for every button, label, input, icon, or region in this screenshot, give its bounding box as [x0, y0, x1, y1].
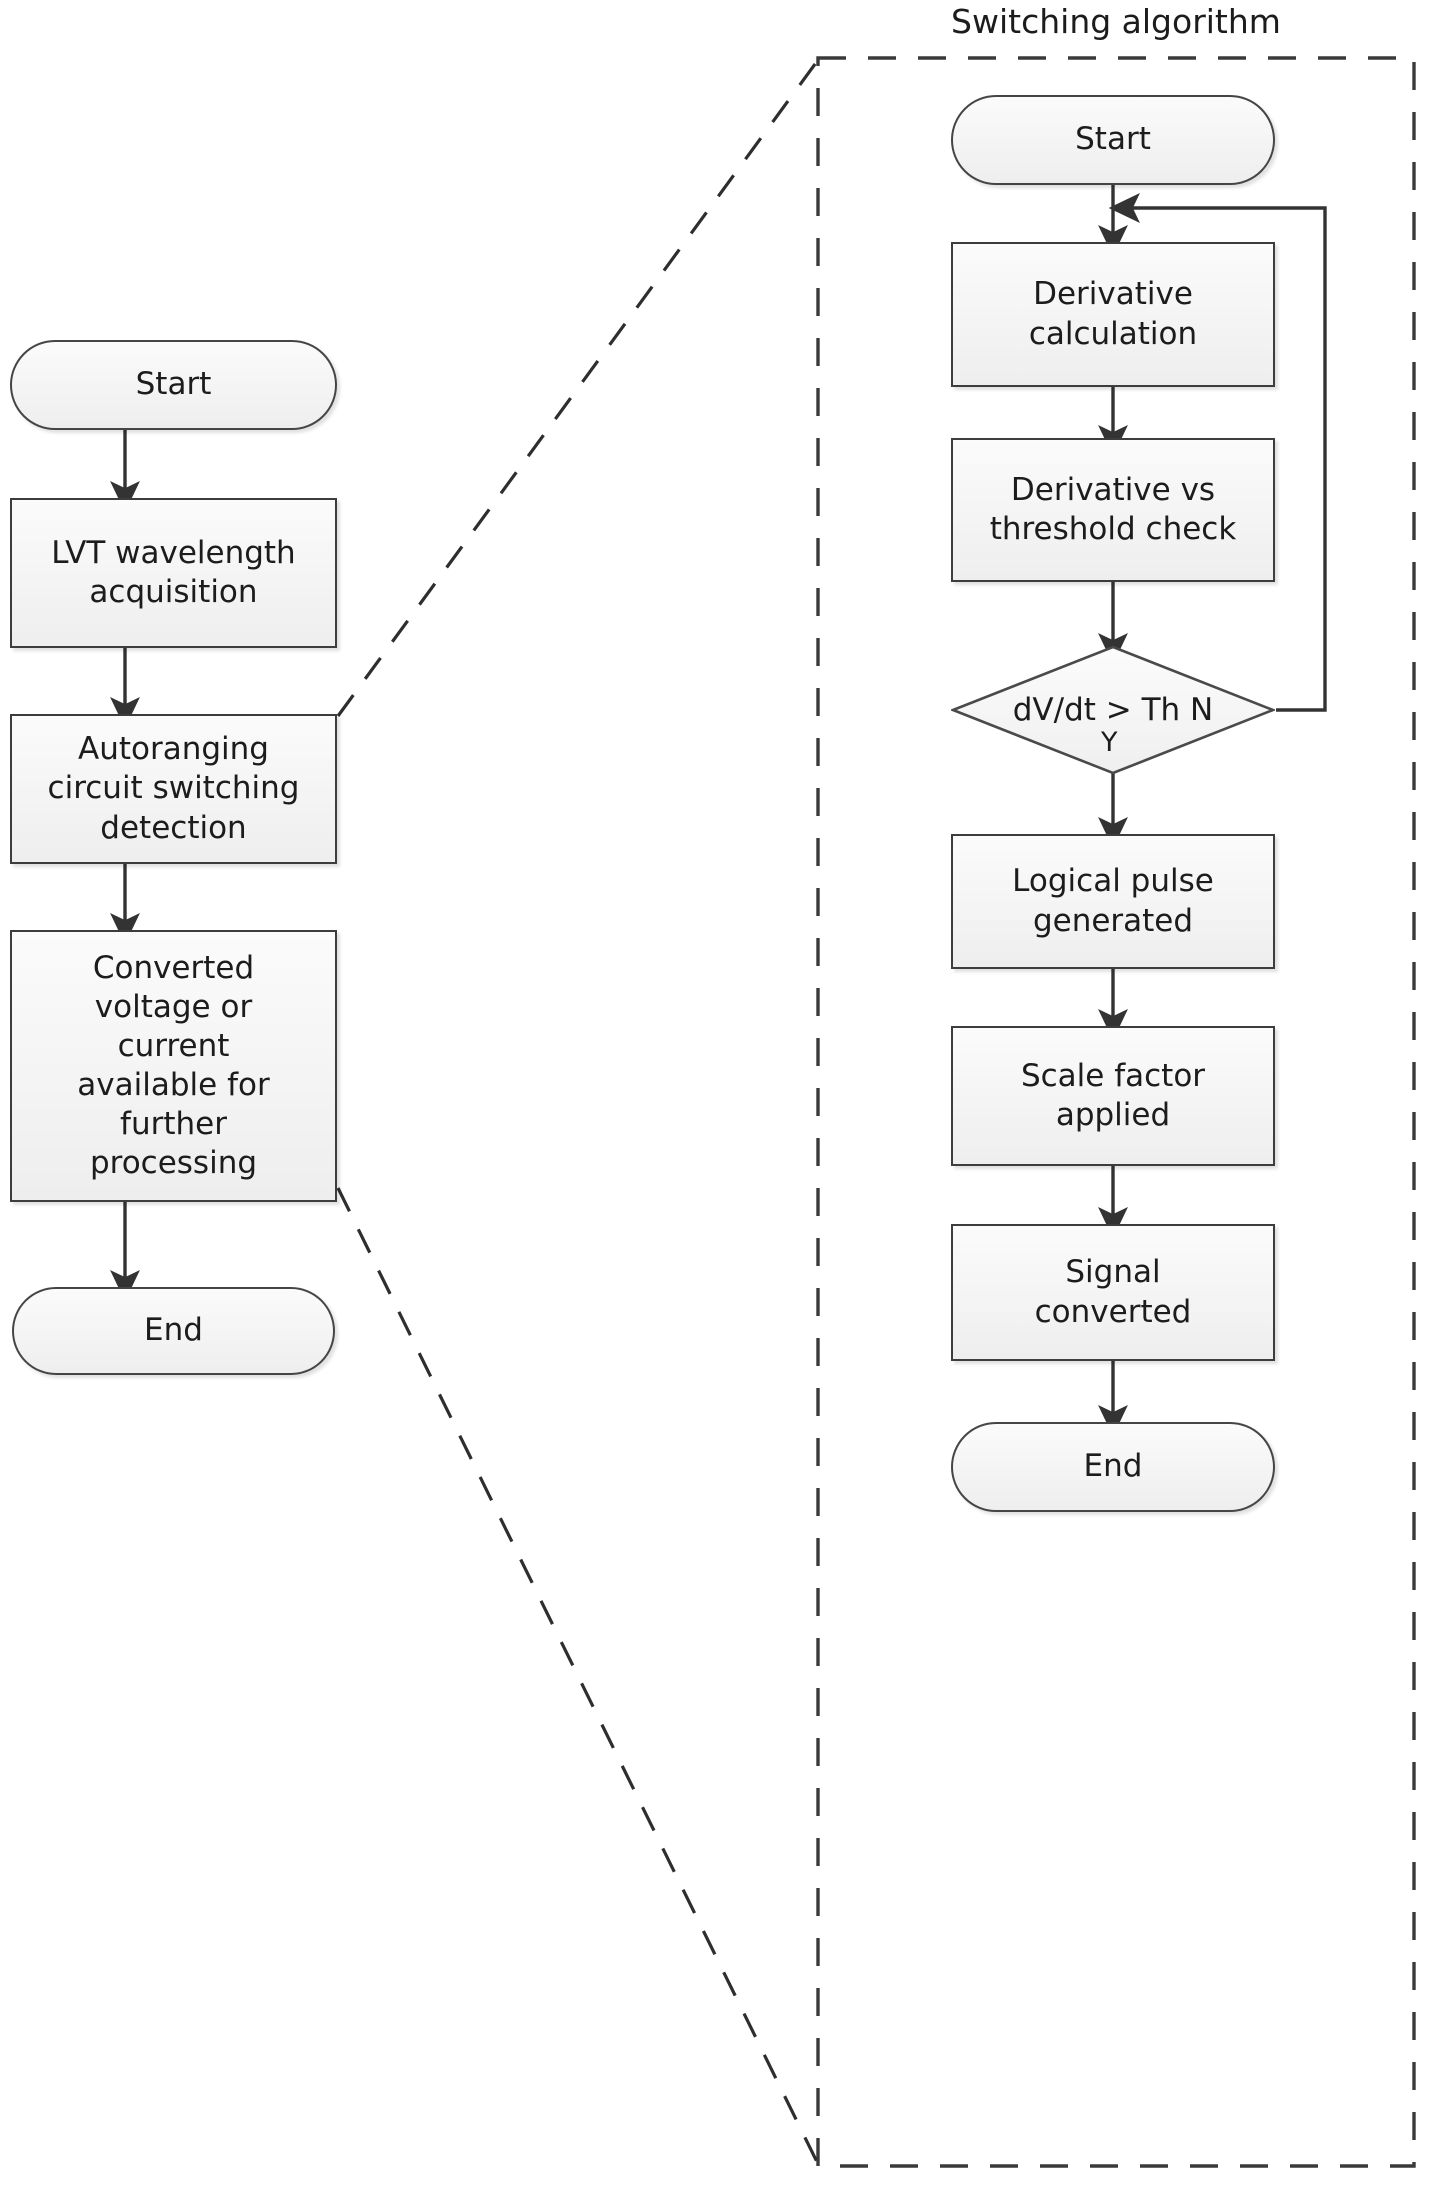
node-left-converted-voltage-or-current[interactable]: Converted voltage or current available f…	[10, 930, 337, 1202]
node-right-end[interactable]: End	[951, 1422, 1275, 1512]
node-right-derivative-vs-threshold-check[interactable]: Derivative vs threshold check	[951, 438, 1275, 582]
callout-dashed-lines	[336, 59, 820, 2165]
node-right-end-label: End	[1083, 1448, 1143, 1485]
node-right-start[interactable]: Start	[951, 95, 1275, 185]
group-title-switching-algorithm: Switching algorithm	[951, 2, 1281, 41]
node-right-scale-label: Scale factor applied	[1020, 1057, 1206, 1133]
node-left-converted-label: Converted voltage or current available f…	[77, 949, 270, 1182]
node-left-lvt-label: LVT wavelength acquisition	[51, 534, 296, 610]
node-right-signal-converted[interactable]: Signal converted	[951, 1224, 1275, 1361]
node-right-thresh-label: Derivative vs threshold check	[989, 471, 1237, 547]
node-right-deriv-label: Derivative calculation	[1028, 276, 1198, 352]
diamond-shape	[949, 645, 1277, 775]
node-left-autorange-label: Autoranging circuit switching detection	[47, 731, 300, 846]
node-right-start-label: Start	[1075, 121, 1151, 158]
node-left-autoranging-circuit-switching-detection[interactable]: Autoranging circuit switching detection	[10, 714, 337, 864]
node-left-end[interactable]: End	[12, 1287, 335, 1375]
node-right-signal-label: Signal converted	[1034, 1254, 1192, 1330]
node-right-pulse-label: Logical pulse generated	[1012, 863, 1214, 939]
node-left-end-label: End	[144, 1312, 203, 1349]
node-left-lvt-wavelength-acquisition[interactable]: LVT wavelength acquisition	[10, 498, 337, 648]
node-right-derivative-calculation[interactable]: Derivative calculation	[951, 242, 1275, 387]
node-left-start-label: Start	[135, 366, 212, 403]
node-right-logical-pulse-generated[interactable]: Logical pulse generated	[951, 834, 1275, 969]
decision-yes-label: Y	[1101, 727, 1118, 758]
node-right-scale-factor-applied[interactable]: Scale factor applied	[951, 1026, 1275, 1166]
node-right-decision-label: dV/dt > Th N	[1012, 692, 1214, 728]
node-right-decision-dvdt-threshold[interactable]: dV/dt > Th N Y	[949, 645, 1277, 775]
node-left-start[interactable]: Start	[10, 340, 337, 430]
